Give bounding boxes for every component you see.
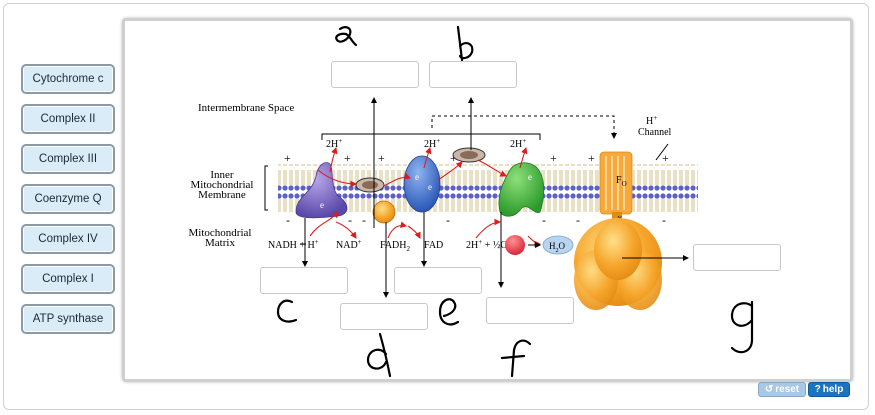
drop-target-d[interactable] xyxy=(340,303,428,330)
label-cytochrome-c[interactable]: Cytochrome c xyxy=(21,64,115,94)
drop-target-f[interactable] xyxy=(486,297,574,324)
drop-target-g[interactable] xyxy=(693,244,781,271)
drop-target-c[interactable] xyxy=(260,267,348,294)
help-icon: ? xyxy=(814,384,821,395)
label-atp-synthase[interactable]: ATP synthase xyxy=(21,304,115,334)
reset-button[interactable]: ↺reset xyxy=(758,382,806,397)
label-complex-iv[interactable]: Complex IV xyxy=(21,224,115,254)
label-complex-iii[interactable]: Complex III xyxy=(21,144,115,174)
reset-icon: ↺ xyxy=(764,384,774,395)
label-complex-ii[interactable]: Complex II xyxy=(21,104,115,134)
drop-target-a[interactable] xyxy=(331,61,419,88)
label-complex-i[interactable]: Complex I xyxy=(21,264,115,294)
label-coenzyme-q[interactable]: Coenzyme Q xyxy=(21,184,115,214)
help-button[interactable]: ?help xyxy=(808,382,850,397)
drop-target-b[interactable] xyxy=(429,61,517,88)
drop-target-e[interactable] xyxy=(394,267,482,294)
